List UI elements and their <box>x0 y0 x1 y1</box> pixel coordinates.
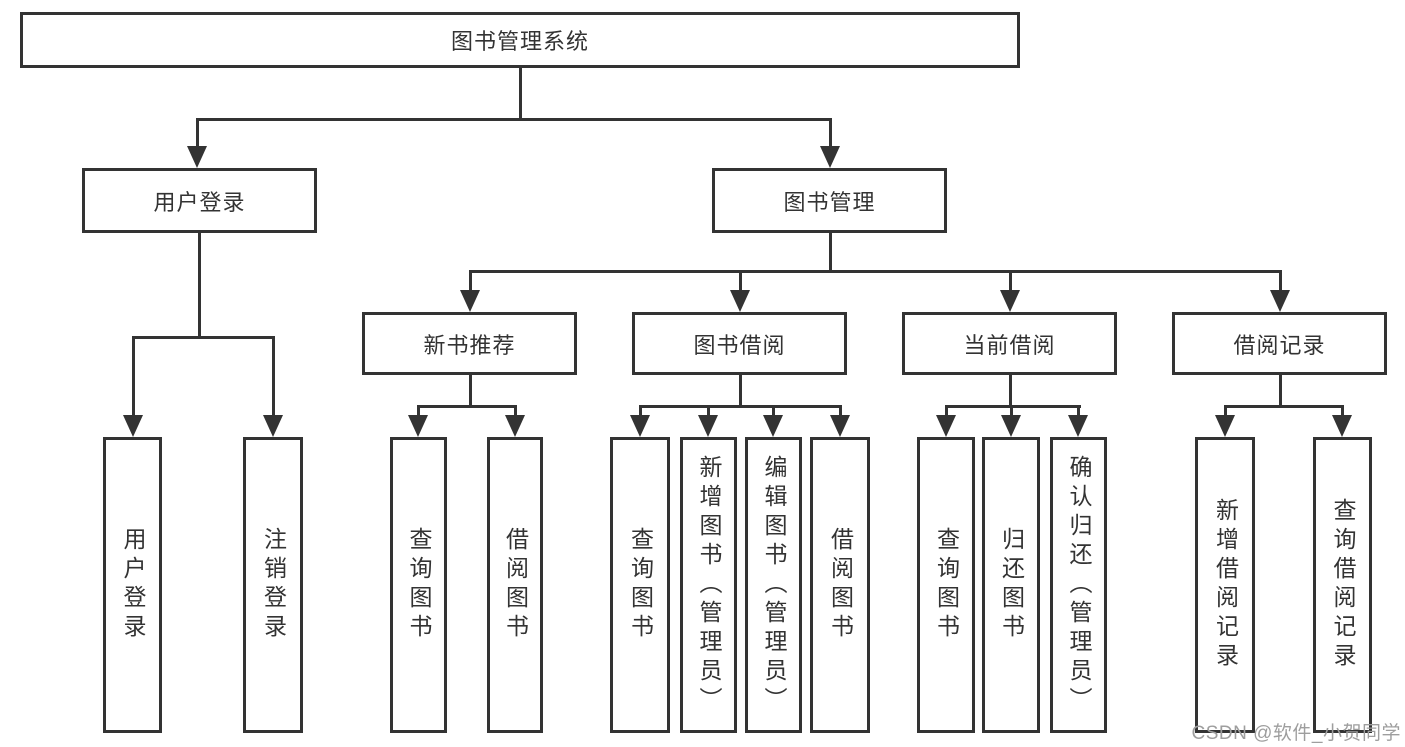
arrow-down-icon <box>698 415 718 437</box>
arrow-down-icon <box>1001 415 1021 437</box>
connector-line <box>945 405 1081 408</box>
connector-line <box>469 375 472 405</box>
arrow-down-icon <box>936 415 956 437</box>
connector-line <box>1010 405 1013 417</box>
node-root: 图书管理系统 <box>20 12 1020 68</box>
connector-line <box>945 405 948 417</box>
arrow-down-icon <box>187 146 207 168</box>
connector-line <box>196 118 832 121</box>
connector-line <box>839 405 842 417</box>
leaf-borrow-books-borrowing-label: 借阅图书 <box>827 527 854 643</box>
leaf-return-books-label: 归还图书 <box>998 527 1025 643</box>
arrow-down-icon <box>505 415 525 437</box>
connector-line <box>272 336 275 417</box>
node-book-borrowing: 图书借阅 <box>632 312 847 375</box>
leaf-confirm-return-admin: 确认归还（管理员） <box>1050 437 1107 733</box>
node-current-borrowing-label: 当前借阅 <box>963 332 1056 358</box>
node-borrowing-records: 借阅记录 <box>1172 312 1387 375</box>
leaf-query-books-borrowing-label: 查询图书 <box>627 527 654 643</box>
arrow-down-icon <box>1270 290 1290 312</box>
arrow-down-icon <box>1068 415 1088 437</box>
leaf-query-books-recommend: 查询图书 <box>390 437 447 733</box>
arrow-down-icon <box>1000 290 1020 312</box>
leaf-logout-label: 注销登录 <box>260 527 287 643</box>
node-root-label: 图书管理系统 <box>450 29 589 54</box>
leaf-query-borrow-record-label: 查询借阅记录 <box>1330 498 1356 672</box>
node-user-login: 用户登录 <box>82 168 317 233</box>
connector-line <box>198 233 201 336</box>
arrow-down-icon <box>1215 415 1235 437</box>
watermark: CSDN @软件_小贺同学 <box>1191 723 1401 744</box>
arrow-down-icon <box>730 290 750 312</box>
leaf-confirm-return-admin-label: 确认归还（管理员） <box>1066 454 1092 716</box>
leaf-edit-books-admin-label: 编辑图书（管理员） <box>761 454 787 716</box>
connector-line <box>469 270 472 291</box>
connector-line <box>1009 270 1012 291</box>
arrow-down-icon <box>263 415 283 437</box>
node-borrowing-records-label: 借阅记录 <box>1233 332 1326 358</box>
leaf-query-borrow-record: 查询借阅记录 <box>1313 437 1372 733</box>
leaf-user-login: 用户登录 <box>103 437 162 733</box>
connector-line <box>519 68 522 118</box>
connector-line <box>829 118 832 148</box>
connector-line <box>639 405 642 417</box>
connector-line <box>1279 270 1282 291</box>
leaf-query-books-borrowing: 查询图书 <box>610 437 670 733</box>
leaf-add-borrow-record-label: 新增借阅记录 <box>1212 498 1239 672</box>
node-new-book-recommend-label: 新书推荐 <box>423 332 516 358</box>
leaf-borrow-books-borrowing: 借阅图书 <box>810 437 870 733</box>
connector-line <box>829 233 832 270</box>
connector-line <box>1009 375 1012 405</box>
arrow-down-icon <box>1332 415 1352 437</box>
connector-line <box>739 375 742 405</box>
node-new-book-recommend: 新书推荐 <box>362 312 577 375</box>
node-current-borrowing: 当前借阅 <box>902 312 1117 375</box>
arrow-down-icon <box>460 290 480 312</box>
leaf-edit-books-admin: 编辑图书（管理员） <box>745 437 802 733</box>
connector-line <box>1077 405 1080 417</box>
connector-line <box>739 270 742 291</box>
arrow-down-icon <box>123 415 143 437</box>
leaf-query-books-current: 查询图书 <box>917 437 975 733</box>
connector-line <box>196 118 199 148</box>
node-user-login-label: 用户登录 <box>153 189 246 215</box>
connector-line <box>639 405 842 408</box>
arrow-down-icon <box>820 146 840 168</box>
connector-line <box>1341 405 1344 417</box>
connector-line <box>1224 405 1227 417</box>
leaf-query-books-current-label: 查询图书 <box>933 527 960 643</box>
leaf-borrow-books-recommend: 借阅图书 <box>487 437 543 733</box>
node-book-borrowing-label: 图书借阅 <box>693 332 786 358</box>
leaf-add-books-admin: 新增图书（管理员） <box>680 437 737 733</box>
connector-line <box>417 405 517 408</box>
connector-line <box>417 405 420 417</box>
leaf-query-books-recommend-label: 查询图书 <box>406 527 432 643</box>
leaf-user-login-label: 用户登录 <box>120 527 146 643</box>
node-book-management: 图书管理 <box>712 168 947 233</box>
leaf-add-books-admin-label: 新增图书（管理员） <box>696 454 722 716</box>
leaf-return-books: 归还图书 <box>982 437 1040 733</box>
connector-line <box>1224 405 1344 408</box>
connector-line <box>469 270 1282 273</box>
arrow-down-icon <box>763 415 783 437</box>
arrow-down-icon <box>408 415 428 437</box>
connector-line <box>1279 375 1282 405</box>
arrow-down-icon <box>630 415 650 437</box>
connector-line <box>772 405 775 417</box>
connector-line <box>132 336 135 417</box>
connector-line <box>514 405 517 417</box>
node-book-management-label: 图书管理 <box>783 189 876 215</box>
connector-line <box>707 405 710 417</box>
arrow-down-icon <box>830 415 850 437</box>
leaf-borrow-books-recommend-label: 借阅图书 <box>502 527 529 643</box>
connector-line <box>132 336 275 339</box>
leaf-logout: 注销登录 <box>243 437 303 733</box>
leaf-add-borrow-record: 新增借阅记录 <box>1195 437 1255 733</box>
